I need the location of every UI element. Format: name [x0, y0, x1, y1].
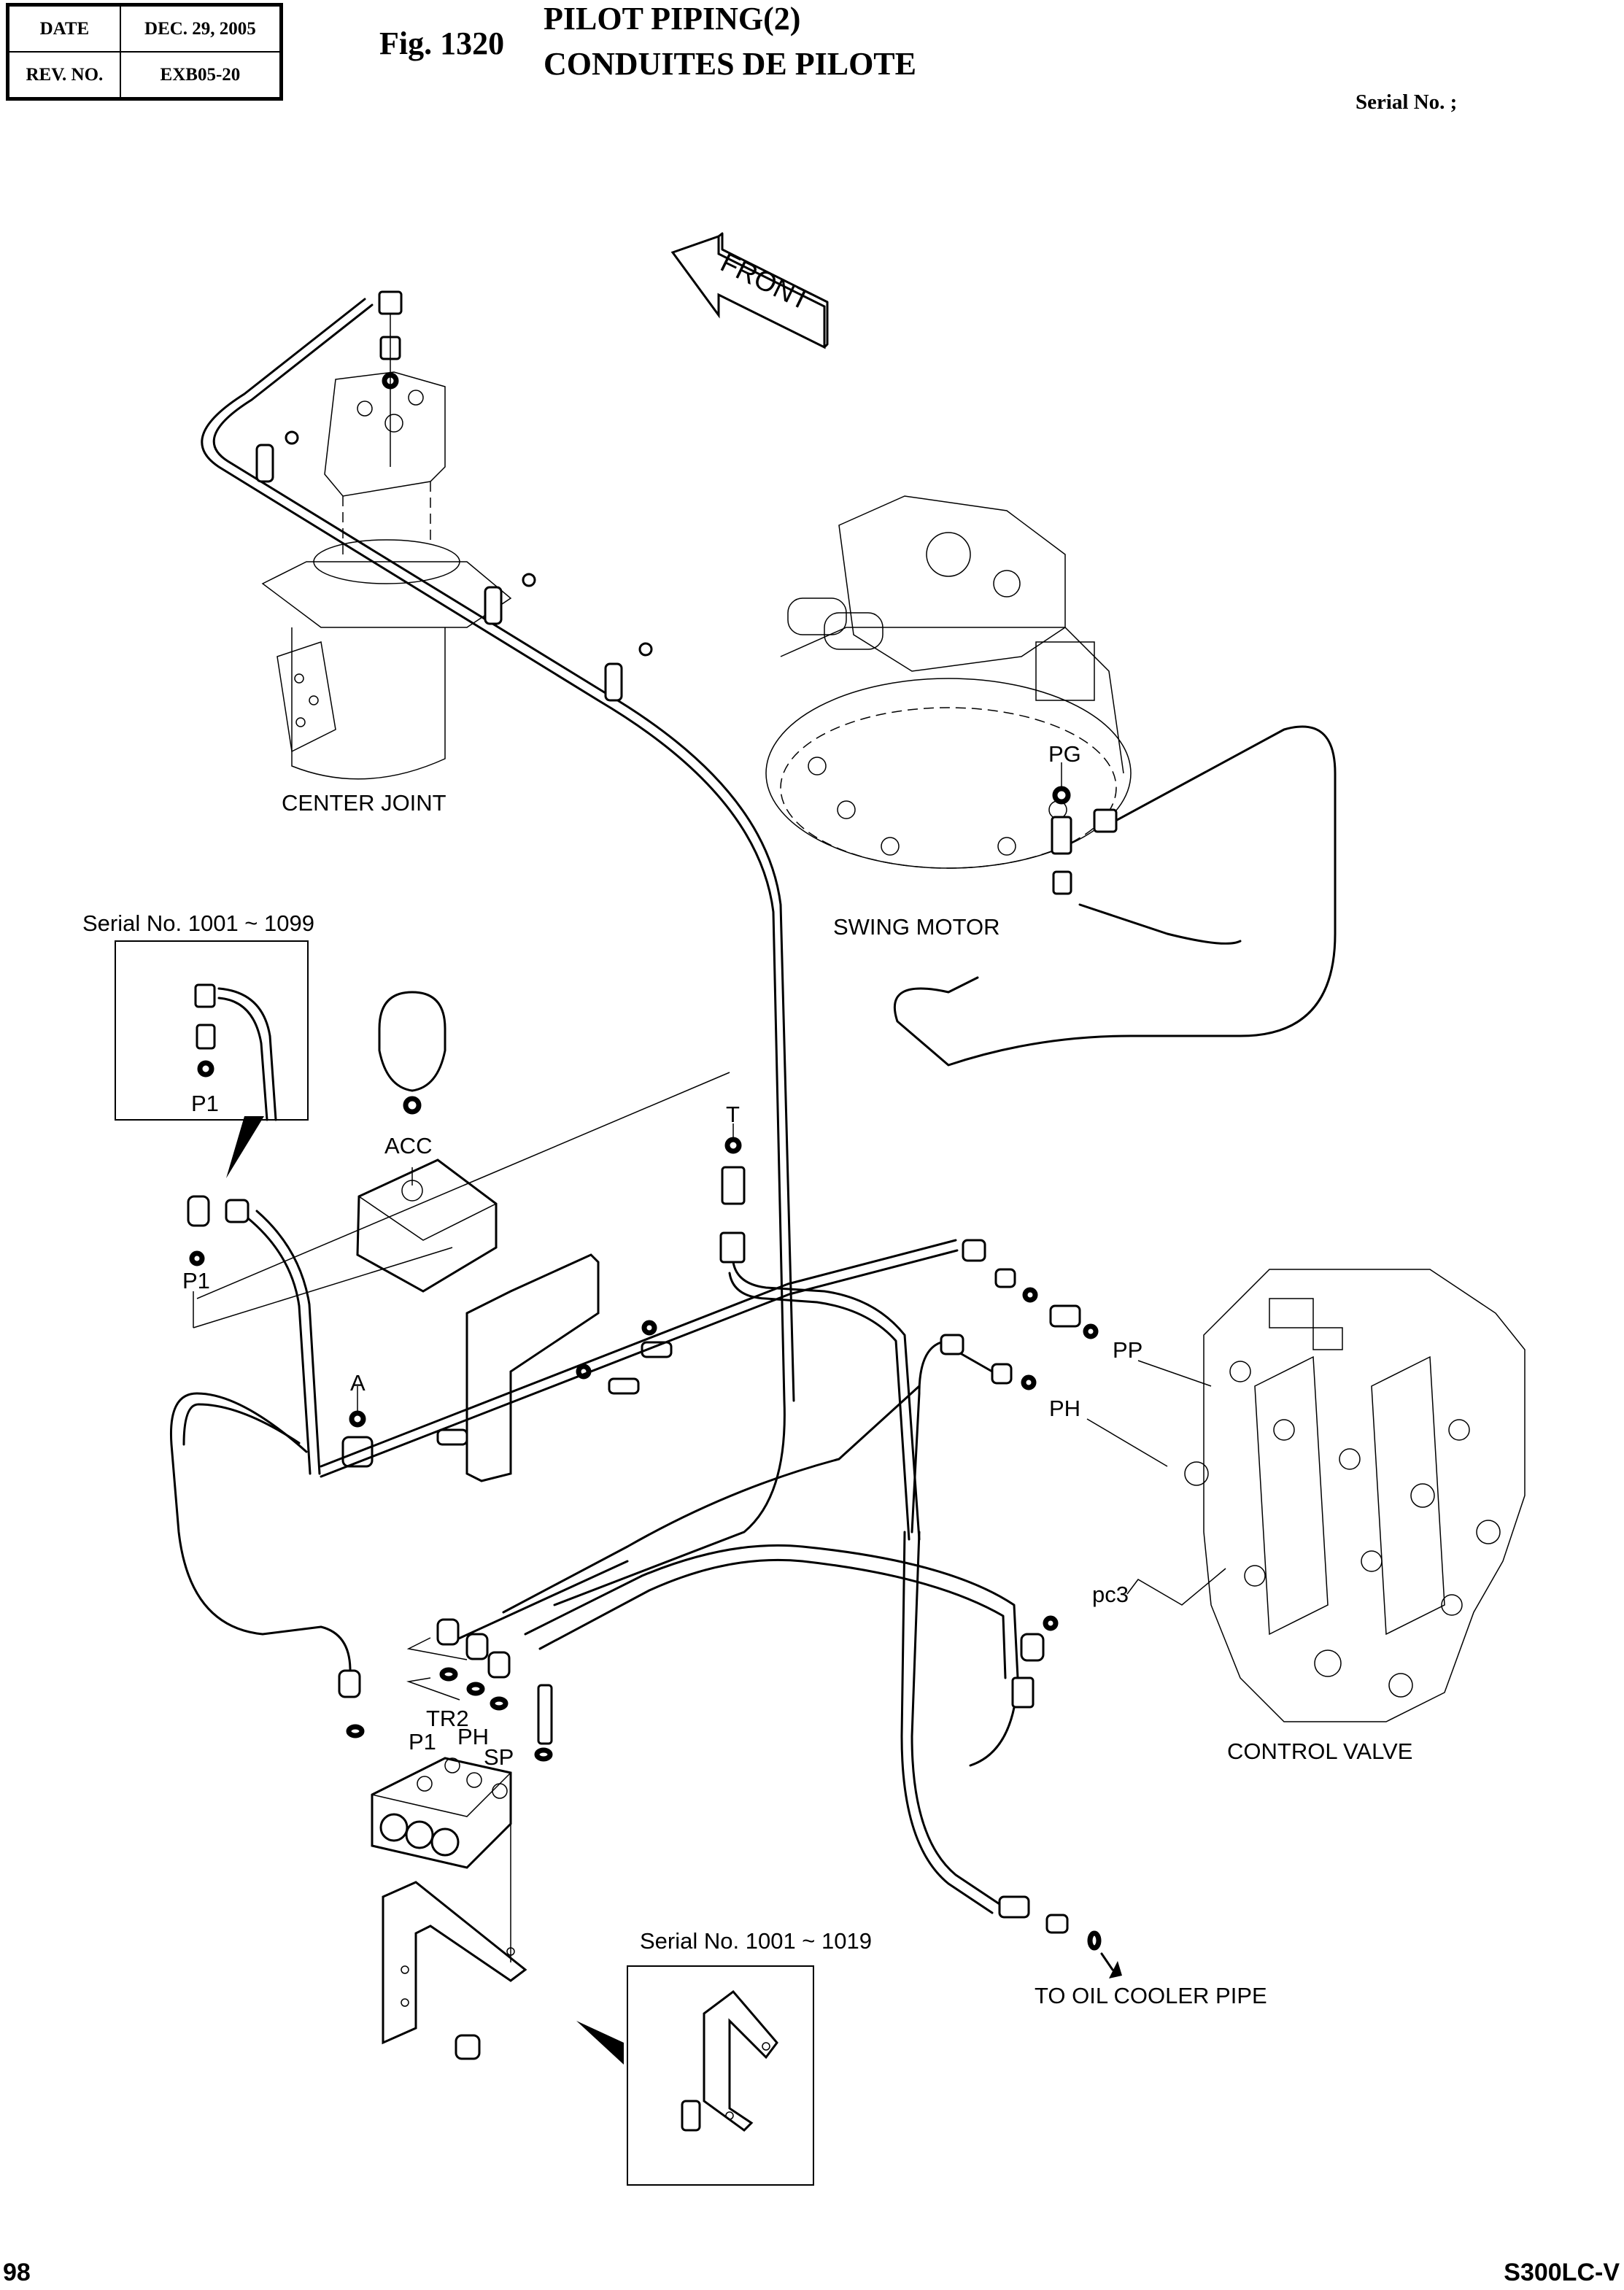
rev-value: EXB05-20 — [119, 51, 282, 100]
block-label-tr2: TR2 — [426, 1706, 469, 1731]
inset-2-serial: Serial No. 1001 ~ 1019 — [640, 1928, 872, 1954]
rev-label: REV. NO. — [7, 51, 121, 100]
lower-bracket-part — [382, 1817, 527, 2060]
pc3-fittings — [1011, 1615, 1059, 1709]
valve-block-part — [356, 1158, 673, 1482]
label-swing-motor: SWING MOTOR — [833, 914, 1000, 940]
pilot-hose-ph — [910, 1341, 994, 1533]
pilot-hose-left-loop — [169, 1392, 352, 1672]
t-port-fittings — [719, 1137, 746, 1264]
pilot-hose-p1 — [247, 1217, 312, 1475]
port-label-t: T — [726, 1102, 740, 1127]
inset-1-serial: Serial No. 1001 ~ 1099 — [82, 910, 314, 936]
revision-table: DATE DEC. 29, 2005 REV. NO. EXB05-20 — [6, 3, 283, 101]
pilot-hose-t-port — [732, 1261, 921, 1541]
port-label-ph: PH — [1049, 1396, 1081, 1421]
page-number: 98 — [3, 2259, 31, 2286]
pg-fittings — [1051, 786, 1118, 895]
pipe-clamps — [255, 430, 653, 702]
pilot-block-part — [371, 1757, 512, 1869]
inset-serial-1001-1099 — [115, 940, 309, 1178]
p1-fittings — [187, 1195, 250, 1266]
hose-to-oil-cooler — [910, 1531, 1001, 1906]
title-english: PILOT PIPING(2) — [544, 1, 801, 36]
port-label-a: A — [350, 1370, 366, 1396]
pilot-hose-bundle — [502, 1385, 921, 1614]
oil-cooler-fittings — [998, 1895, 1122, 1978]
port-label-pc3: pc3 — [1092, 1582, 1129, 1607]
date-label: DATE — [7, 4, 121, 53]
serial-number: Serial No. ; — [1356, 90, 1458, 114]
swing-motor-part — [765, 495, 1132, 869]
block-label-p1: P1 — [409, 1729, 436, 1755]
center-joint-fittings — [378, 290, 403, 467]
model-number: S300LC-V — [1504, 2259, 1620, 2286]
inset-serial-1001-1019 — [576, 1965, 814, 2186]
label-control-valve: CONTROL VALVE — [1227, 1738, 1413, 1764]
port-label-p1: P1 — [182, 1268, 210, 1293]
port-label-acc: ACC — [384, 1133, 433, 1158]
title-french: CONDUITES DE PILOTE — [544, 46, 917, 82]
leader-lines — [357, 762, 1226, 1606]
accumulator-part — [378, 991, 446, 1115]
figure-number: Fig. 1320 — [379, 26, 505, 61]
front-arrow-icon: FRONT — [670, 232, 829, 349]
port-label-pp: PP — [1113, 1337, 1143, 1363]
ph-fittings — [940, 1334, 1037, 1390]
label-center-joint: CENTER JOINT — [282, 790, 446, 816]
pilot-pipe-pp — [320, 1239, 957, 1468]
label-oil-cooler: TO OIL COOLER PIPE — [1035, 1983, 1267, 2008]
block-label-sp: SP — [484, 1744, 514, 1770]
block-label-ph: PH — [457, 1724, 490, 1749]
inset-1-port-p1: P1 — [191, 1091, 219, 1116]
pp-fittings — [962, 1239, 1099, 1339]
pilot-block-fittings — [338, 1618, 553, 1762]
pilot-hose-swing-motor — [893, 725, 1337, 1067]
center-joint-part — [261, 371, 512, 780]
control-valve-part — [1184, 1269, 1526, 1722]
date-value: DEC. 29, 2005 — [119, 4, 282, 53]
port-label-pg: PG — [1048, 741, 1081, 767]
